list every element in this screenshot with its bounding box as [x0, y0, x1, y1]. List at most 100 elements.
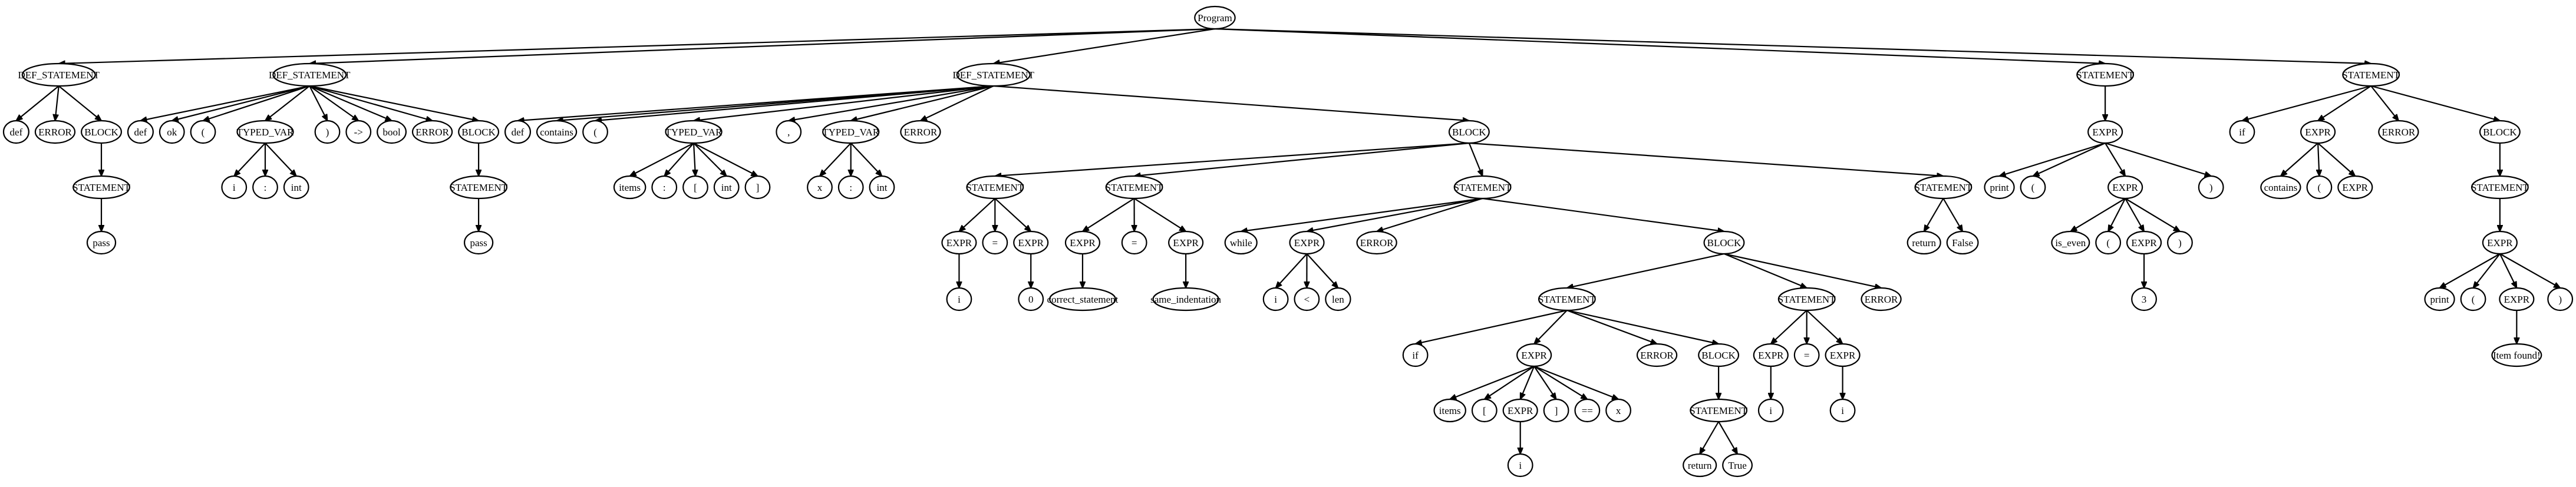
tree-edge [1519, 366, 1535, 399]
node-ellipse [982, 230, 1008, 255]
tree-node-pass: pass [463, 230, 494, 255]
tree-node-statement: STATEMENT [1690, 398, 1748, 423]
tree-node-while: while [1224, 230, 1258, 255]
tree-node-block: BLOCK [1698, 343, 1740, 367]
node-ellipse [463, 230, 494, 255]
tree-node-rbracket: ] [1543, 398, 1569, 423]
tree-node-def-statement: DEF_STATEMENT [18, 62, 100, 87]
tree-node-i: i [221, 175, 248, 200]
tree-edge [59, 28, 1215, 64]
node-label: False [1952, 237, 1973, 249]
tree-edge [1533, 366, 1587, 399]
tree-edge [2033, 142, 2106, 177]
tree-edge [1083, 198, 1135, 231]
tree-edge [1806, 310, 1843, 344]
node-label: DEF_STATEMENT [952, 69, 1034, 81]
tree-node-if: if [1402, 343, 1429, 367]
tree-edge [265, 85, 310, 121]
tree-node-expr: EXPR [1289, 230, 1325, 255]
node-ellipse [966, 175, 1024, 200]
node-label: EXPR [1070, 237, 1096, 249]
node-ellipse [1574, 398, 1601, 423]
tree-node-lbracket: [ [682, 175, 708, 200]
tree-edge [16, 85, 60, 121]
node-ellipse [651, 175, 678, 200]
node-ellipse [1605, 398, 1631, 423]
tree-node-error: ERROR [1636, 343, 1678, 367]
node-ellipse [159, 120, 185, 144]
node-ellipse [190, 120, 216, 144]
tree-edge [58, 85, 101, 121]
node-ellipse [2482, 230, 2518, 255]
node-ellipse [2460, 287, 2486, 312]
tree-edge [1482, 197, 1724, 231]
node-label: def [10, 127, 23, 138]
node-label: return [1912, 237, 1936, 249]
node-label: pass [470, 237, 487, 249]
tree-node-expr: EXPR [1825, 343, 1861, 367]
tree-edge [664, 143, 694, 176]
node-ellipse [2, 120, 29, 144]
node-ellipse [1356, 230, 1397, 255]
tree-node-statement: STATEMENT [2471, 175, 2529, 200]
tree-edge [2070, 198, 2126, 231]
tree-node-expr: EXPR [2499, 287, 2535, 312]
node-label: contains [2264, 182, 2298, 193]
tree-node-items: items [613, 175, 647, 200]
node-ellipse [2337, 175, 2373, 200]
tree-edge [309, 85, 432, 121]
tree-node-comma: , [776, 120, 802, 144]
node-ellipse [1168, 230, 1204, 255]
node-ellipse [2491, 343, 2542, 367]
node-label: while [1230, 237, 1252, 249]
node-label: BLOCK [1707, 237, 1741, 249]
tree-edge [2125, 198, 2144, 231]
node-label: == [1582, 405, 1593, 416]
node-ellipse [2126, 230, 2162, 255]
tree-node-lparen: ( [582, 120, 608, 144]
tree-node-lparen: ( [2306, 175, 2333, 200]
tree-node-expr: EXPR [1753, 343, 1789, 367]
node-label: pass [93, 237, 110, 249]
tree-edge [694, 85, 994, 121]
node-ellipse [2107, 175, 2143, 200]
node-label: EXPR [1758, 350, 1784, 361]
tree-edge [630, 143, 694, 176]
node-label: x [817, 182, 823, 193]
tree-node-same-indentation: same_indentation [1150, 287, 1222, 312]
node-label: BLOCK [84, 127, 118, 138]
node-ellipse [34, 120, 76, 144]
node-label: ERROR [1865, 294, 1898, 305]
node-ellipse [956, 62, 1031, 87]
tree-edge [694, 143, 695, 176]
tree-edge [234, 143, 266, 176]
node-ellipse [837, 175, 864, 200]
node-label: same_indentation [1150, 294, 1221, 305]
node-label: if [1412, 350, 1419, 361]
tree-edge [2317, 143, 2355, 176]
node-label: = [1132, 237, 1137, 249]
tree-node-statement: STATEMENT [2342, 62, 2400, 87]
tree-node-print: print [1984, 175, 2015, 200]
node-ellipse [1471, 398, 1498, 423]
tree-node-expr: EXPR [2300, 120, 2336, 144]
tree-edge [2473, 253, 2501, 288]
node-ellipse [2076, 62, 2135, 87]
tree-node-if: if [2229, 120, 2255, 144]
node-label: return [1688, 460, 1712, 471]
node-ellipse [1433, 398, 1466, 423]
node-label: STATEMENT [966, 182, 1024, 193]
node-label: = [992, 237, 998, 249]
node-label: correct_statement [1047, 294, 1119, 305]
tree-edge [1533, 366, 1556, 399]
tree-edge [2242, 85, 2371, 121]
tree-edge [2318, 143, 2319, 176]
tree-node-statement: STATEMENT [1777, 287, 1836, 312]
tree-node-i: i [1829, 398, 1856, 423]
node-label: STATEMENT [2342, 69, 2400, 81]
node-label: TYPED_VAR [822, 127, 880, 138]
tree-node-error: ERROR [1861, 287, 1902, 312]
tree-node-block: BLOCK [81, 120, 122, 144]
node-label: int [721, 182, 732, 193]
node-ellipse [1224, 230, 1258, 255]
